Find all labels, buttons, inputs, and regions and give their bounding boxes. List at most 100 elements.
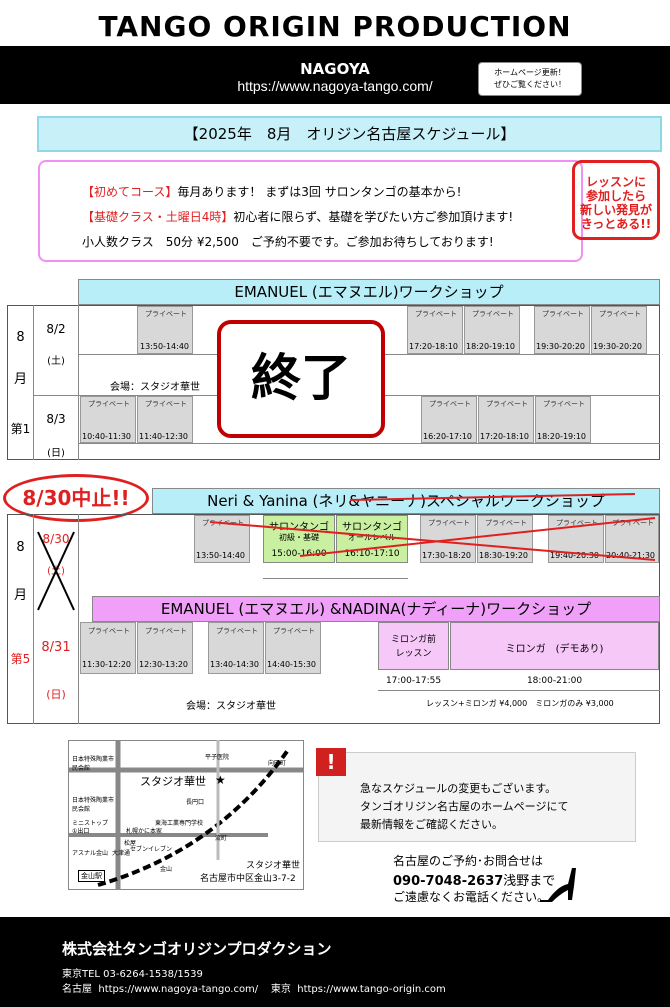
salon-level: オールレベル	[348, 533, 396, 542]
salon-cell[interactable]	[263, 515, 335, 563]
week5-prices: レッスン+ミロンガ ¥4,000 ミロンガのみ ¥3,000	[426, 699, 614, 708]
slot-time: 17:20-18:10	[409, 342, 458, 351]
day-date: 8/30	[42, 532, 70, 546]
footer	[0, 917, 670, 1007]
milonga-lesson-name2: レッスン	[395, 649, 432, 659]
slot-cell[interactable]	[208, 622, 264, 674]
footer-tel: 東京TEL 03-6264-1538/1539	[62, 969, 203, 980]
alert-box	[318, 752, 636, 842]
contact-line1: 名古屋のご予約･お問合せは	[393, 854, 544, 868]
alert-line1: 急なスケジュールの変更もございます。	[360, 782, 557, 795]
divider	[78, 305, 79, 460]
day-date: 8/2	[46, 322, 66, 336]
map-label: ミニストップ	[72, 820, 109, 827]
map-label: 札幌かに本家	[126, 828, 163, 835]
slot-cell[interactable]	[477, 515, 533, 563]
milonga-lesson-time: 17:00-17:55	[385, 676, 442, 686]
map-label: 長円口	[186, 799, 205, 806]
slot-time: 19:40-20:30	[550, 551, 599, 560]
header-url[interactable]: https://www.nagoya-tango.com/	[237, 78, 433, 94]
slot-cell[interactable]	[535, 396, 591, 443]
slot-time: 13:50-14:40	[140, 342, 189, 351]
cancel-strike-lines	[209, 493, 656, 561]
alert-line3: 最新情報をご確認ください。	[360, 818, 503, 831]
milonga-lesson-name1: ミロンガ前	[390, 635, 436, 645]
map-label: アスナル金山	[72, 850, 109, 857]
divider	[78, 443, 660, 444]
map-roads	[68, 740, 304, 890]
map-address-name: スタジオ華世	[246, 861, 301, 871]
week1-venue: 会場：スタジオ華世	[110, 382, 200, 393]
intro-line2: 【基礎クラス・土曜日4時】初心者に限らず、基礎を学びたい方ご参加頂けます!	[82, 210, 514, 224]
slot-time: 19:30-20:20	[536, 342, 585, 351]
slot-cell[interactable]	[478, 396, 534, 443]
week1-month-8: 8	[16, 330, 25, 345]
map-studio: スタジオ華世	[140, 775, 206, 788]
star-icon: ★	[215, 773, 226, 787]
slot-time: 11:40-12:30	[139, 432, 188, 441]
slot-cell[interactable]	[137, 622, 193, 674]
lesson-line: レッスンに	[585, 175, 646, 189]
milonga-time: 18:00-21:00	[526, 676, 583, 686]
slot-cell[interactable]	[265, 622, 321, 674]
slot-label: プライベート	[273, 627, 315, 635]
footer-nagoya-url[interactable]: https://www.nagoya-tango.com/	[98, 984, 259, 995]
slot-time: 18:20-19:10	[466, 342, 515, 351]
slot-label: プライベート	[145, 627, 187, 635]
contact-phone[interactable]: 090-7048-2637	[393, 874, 504, 889]
footer-tokyo-label: 東京	[270, 984, 291, 995]
slot-time: 16:20-17:10	[423, 432, 472, 441]
notice-line2: ぜひご覧ください！	[494, 80, 566, 89]
map[interactable]	[68, 740, 304, 890]
high-heel-icon	[540, 868, 576, 902]
footer-tokyo-url[interactable]: https://www.tango-origin.com	[297, 984, 446, 995]
slot-label: プライベート	[428, 519, 470, 527]
ended-stamp: 終了	[217, 320, 385, 438]
week1-month-tsuki: 月	[13, 372, 27, 387]
week5-emanuel-title: EMANUEL (エマヌエル) &NADINA(ナディーナ)ワークショップ	[92, 596, 660, 622]
map-label: セブンイレブン	[130, 846, 173, 853]
milonga-name: ミロンガ (デモあり)	[505, 644, 604, 655]
week5-month-8: 8	[16, 540, 25, 555]
divider	[78, 514, 79, 724]
slot-cell[interactable]	[137, 306, 193, 354]
slot-time: 17:30-18:20	[422, 551, 471, 560]
slot-cell[interactable]	[137, 396, 193, 443]
map-label: ①出口	[72, 828, 90, 835]
lesson-line: きっとある!!	[580, 217, 652, 231]
week1-title: EMANUEL (エマヌエル)ワークショップ	[78, 279, 660, 305]
salon-cell[interactable]	[336, 515, 408, 563]
salon-level: 初級・基礎	[279, 533, 319, 542]
map-label: 日本特殊陶業市民会館	[72, 756, 115, 772]
slot-time: 10:40-11:30	[82, 432, 131, 441]
salon-time: 16:10-17:10	[344, 549, 400, 559]
cross-out-x	[37, 531, 75, 611]
slot-time: 13:40-14:30	[210, 660, 259, 669]
slot-cell[interactable]	[80, 396, 136, 443]
lesson-callout: レッスンに 参加したら 新しい発見が きっとある!!	[572, 160, 660, 240]
milonga-cell[interactable]	[450, 622, 659, 670]
map-label: 大津通	[112, 850, 131, 857]
alert-line2: タンゴオリジン名古屋のホームページにて	[360, 800, 569, 813]
slot-cell[interactable]	[421, 396, 477, 443]
day-dow: (土)	[47, 356, 65, 367]
slot-cell[interactable]	[534, 306, 590, 354]
intro-scroll	[38, 160, 583, 262]
map-label: 東海工業専門学校	[155, 820, 204, 827]
schedule-title: 【2025年 8月 オリジン名古屋スケジュール】	[37, 116, 662, 152]
notice-line1: ホームページ更新！	[494, 68, 566, 77]
milonga-lesson-cell[interactable]	[378, 622, 449, 670]
slot-label: プライベート	[216, 627, 258, 635]
map-label: 金山駅	[78, 870, 105, 882]
slot-time: 17:20-18:10	[480, 432, 529, 441]
map-label: 松屋	[124, 840, 137, 847]
slot-cell[interactable]	[80, 622, 136, 674]
salon-name: サロンタンゴ	[342, 522, 402, 533]
slot-cell[interactable]	[407, 306, 463, 354]
slot-time: 14:40-15:30	[267, 660, 316, 669]
map-label: 流町	[215, 835, 228, 842]
slot-cell[interactable]	[464, 306, 520, 354]
slot-time: 19:30-20:20	[593, 342, 642, 351]
slot-cell[interactable]	[591, 306, 647, 354]
lesson-line: 参加したら	[585, 189, 646, 203]
